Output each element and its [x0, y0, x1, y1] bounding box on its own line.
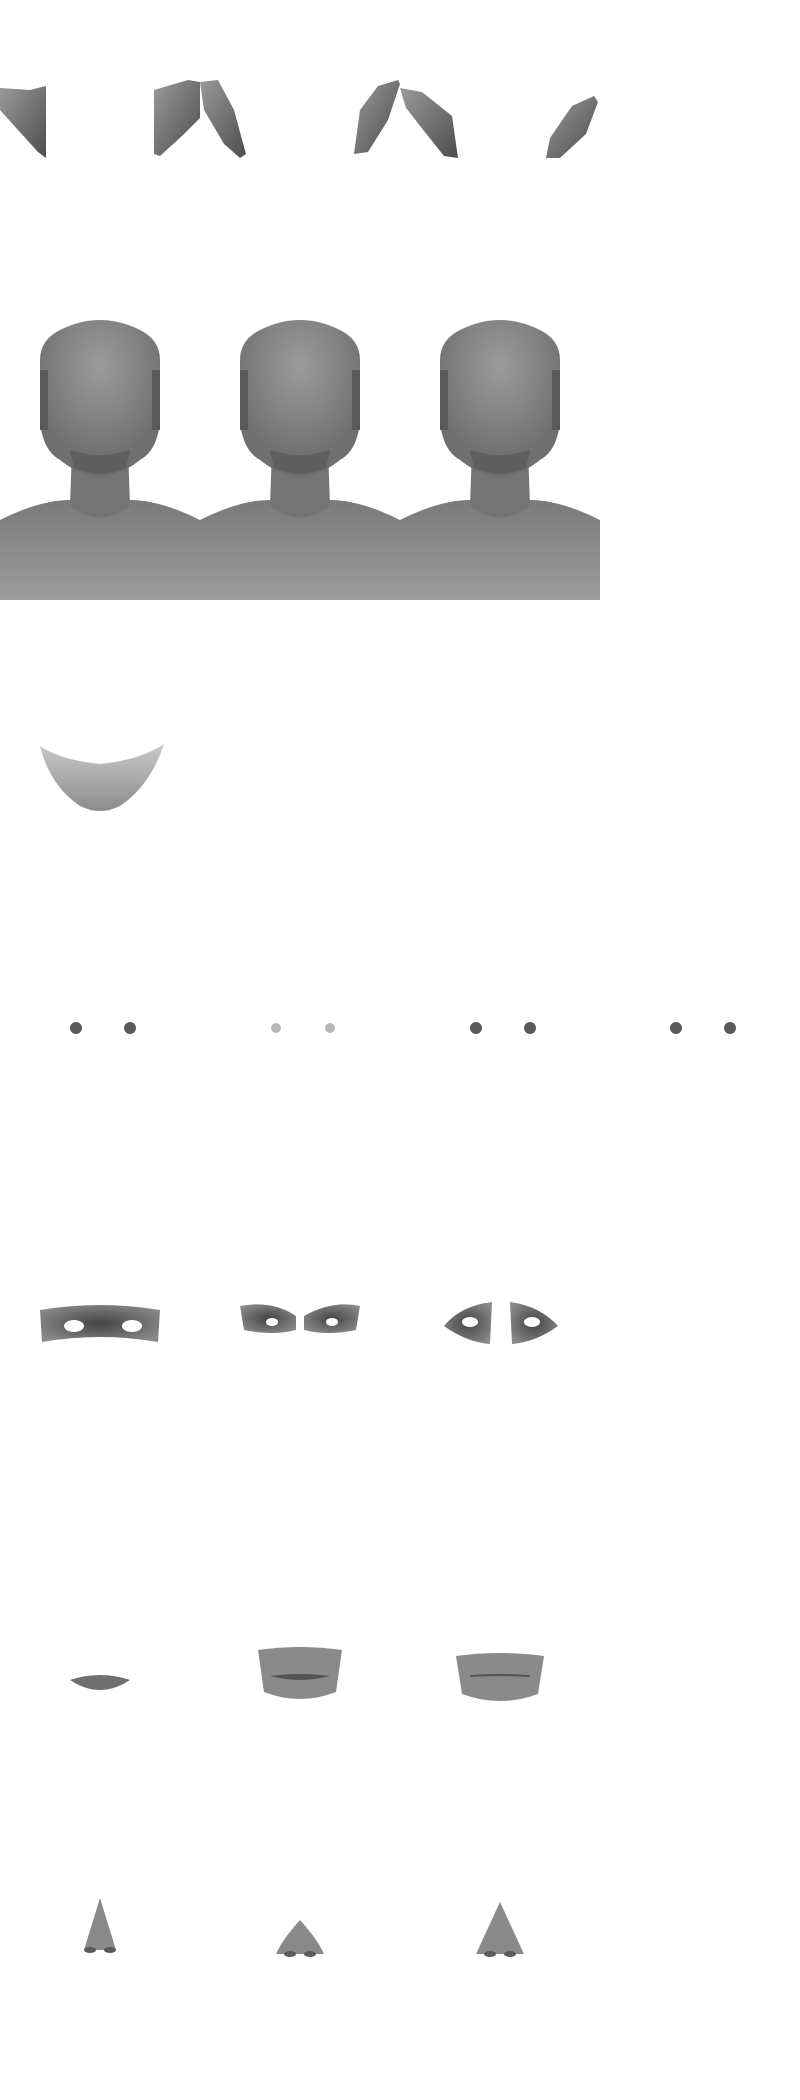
row-jaw [0, 700, 800, 900]
head-model-2 [200, 300, 400, 600]
row-eyes [0, 1260, 800, 1460]
ear-pair-3 [400, 40, 600, 240]
eyes-open [0, 1260, 200, 1460]
mouth-pursed [0, 1580, 200, 1780]
eyes-sad [400, 1260, 600, 1460]
row-pupils [0, 930, 800, 1130]
pupil-pair-3 [400, 930, 600, 1130]
pupil-pair-4 [600, 930, 800, 1130]
ear-left-shape [0, 86, 46, 158]
eyes-squint [200, 1260, 400, 1460]
row-noses [0, 1850, 800, 2050]
pupil-pair-2 [200, 930, 400, 1130]
nose-3 [400, 1850, 600, 2050]
head-model-3 [400, 300, 600, 600]
ear-pair-2 [200, 40, 400, 240]
mouth-neutral [200, 1580, 400, 1780]
mouth-flat [400, 1580, 600, 1780]
jaw-piece [0, 700, 200, 900]
ear-pair-1 [0, 40, 200, 240]
pupil-pair-1 [0, 930, 200, 1130]
nose-1 [0, 1850, 200, 2050]
row-heads [0, 300, 800, 600]
nose-2 [200, 1850, 400, 2050]
head-model-1 [0, 300, 200, 600]
row-ears [0, 40, 800, 240]
row-mouths [0, 1580, 800, 1780]
ear-right-shape [154, 80, 200, 156]
